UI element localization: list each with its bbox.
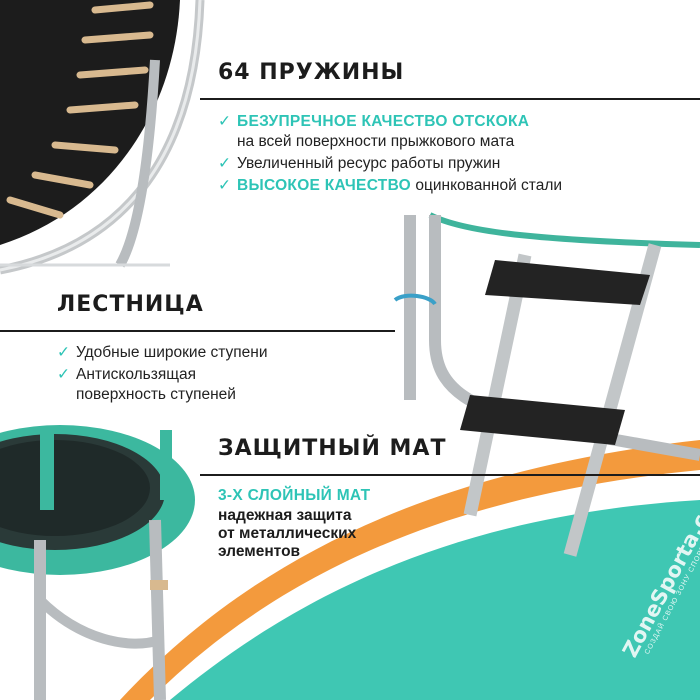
mat-line-2: от металлических	[218, 525, 357, 542]
ladder-feature-1: ✓ Удобные широкие ступени	[57, 343, 268, 363]
springs-closeup	[0, 0, 205, 275]
springs-feature-2-text: Увеличенный ресурс работы пружин	[237, 155, 501, 172]
mat-illustration	[0, 425, 195, 700]
springs-feature-1-accent: БЕЗУПРЕЧНОЕ КАЧЕСТВО ОТСКОКА	[237, 113, 530, 130]
springs-feature-3-accent: ВЫСОКОЕ КАЧЕСТВО	[237, 177, 412, 194]
springs-divider	[200, 98, 700, 100]
check-icon: ✓	[218, 113, 231, 130]
ladder-divider	[0, 330, 395, 332]
check-icon: ✓	[218, 155, 231, 172]
mat-divider	[200, 474, 700, 476]
check-icon: ✓	[57, 366, 70, 383]
mat-line-3: элементов	[218, 543, 301, 560]
springs-feature-1-detail: на всей поверхности прыжкового мата	[237, 133, 515, 150]
springs-heading: 64 ПРУЖИНЫ	[218, 60, 405, 85]
mat-heading: ЗАЩИТНЫЙ МАТ	[218, 436, 447, 461]
ladder-heading: ЛЕСТНИЦА	[57, 292, 204, 317]
ladder-illustration	[393, 212, 700, 557]
mat-accent-text: 3-Х СЛОЙНЫЙ МАТ	[218, 487, 371, 504]
ladder-feature-1-text: Удобные широкие ступени	[76, 344, 268, 361]
check-icon: ✓	[57, 344, 70, 361]
check-icon: ✓	[218, 177, 231, 194]
ladder-feature-2-detail: поверхность ступеней	[76, 386, 236, 403]
springs-feature-1: ✓ БЕЗУПРЕЧНОЕ КАЧЕСТВО ОТСКОКА	[218, 112, 529, 132]
ladder-feature-2-text: Антискользящая	[76, 366, 197, 383]
springs-feature-3-text: оцинкованной стали	[415, 177, 563, 194]
ladder-feature-2: ✓ Антискользящая	[57, 365, 196, 385]
mat-line-1: надежная защита	[218, 507, 352, 524]
springs-feature-3: ✓ ВЫСОКОЕ КАЧЕСТВО оцинкованной стали	[218, 176, 562, 196]
springs-feature-2: ✓ Увеличенный ресурс работы пружин	[218, 154, 500, 174]
